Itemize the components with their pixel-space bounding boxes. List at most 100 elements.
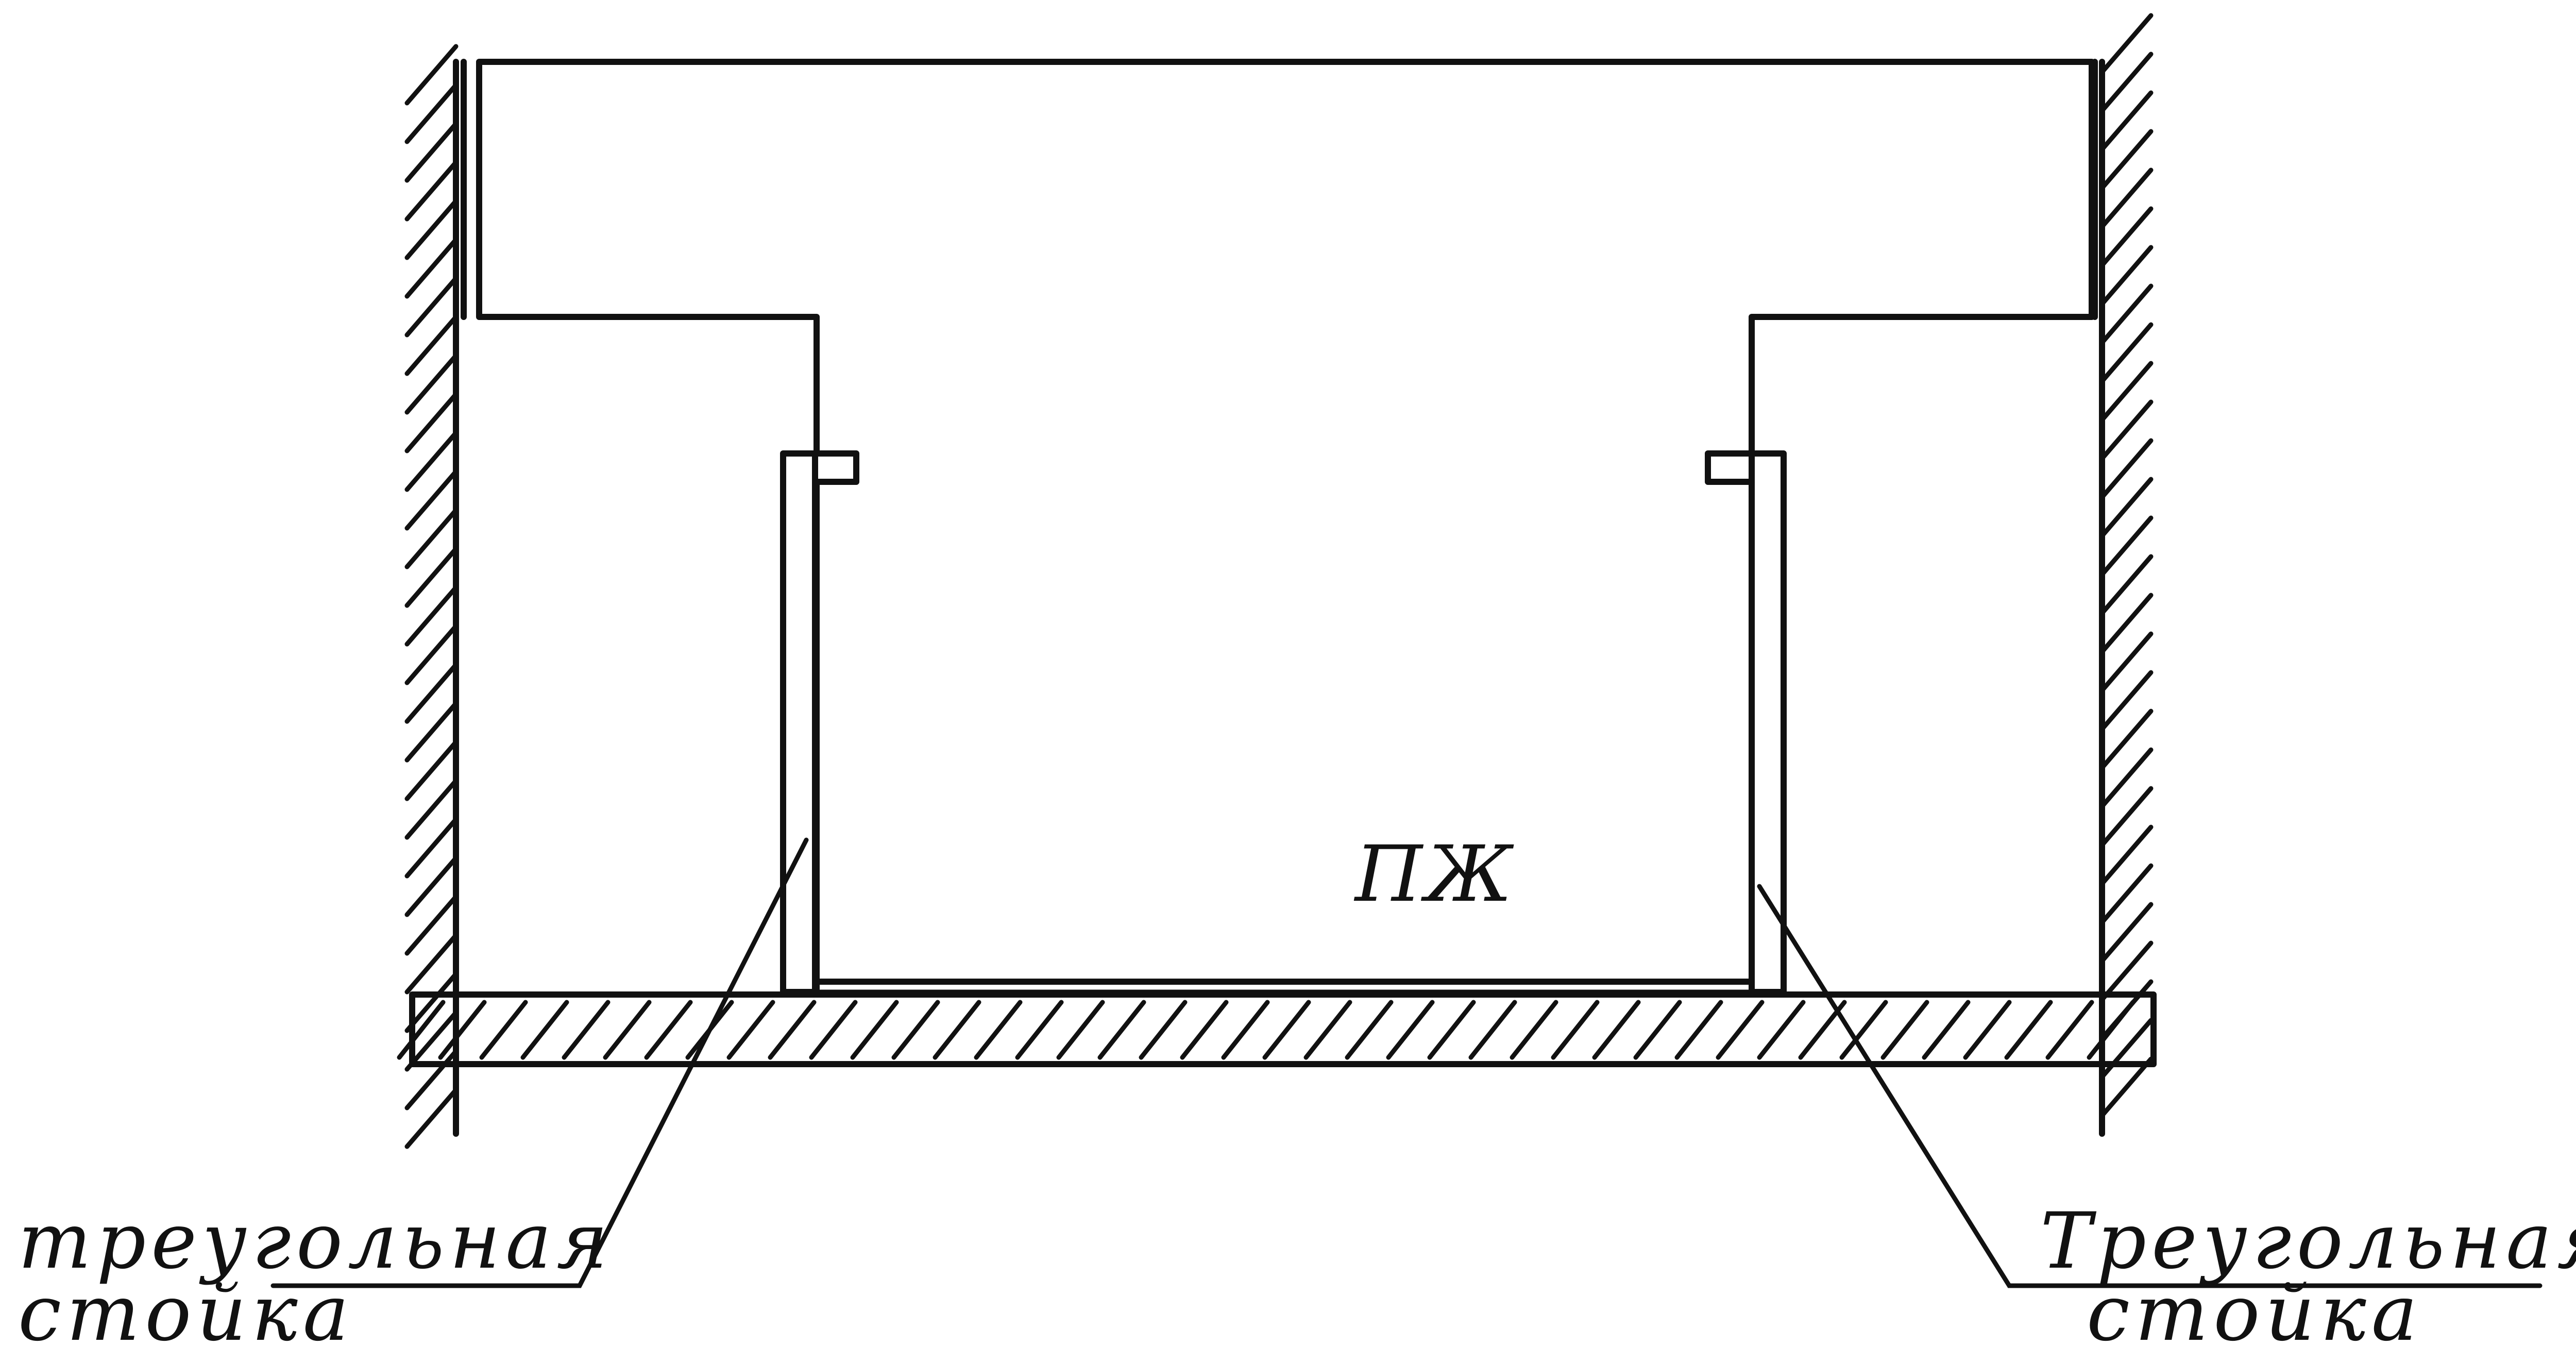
hatch-stroke [2099,786,2154,848]
hatch-stroke [2099,361,2154,423]
hatch-stroke [2099,593,2154,654]
right-wall [2099,13,2154,1137]
hatch-stroke [1139,1000,1188,1060]
hatch-stroke [2099,129,2154,191]
hatch-stroke [1716,1000,1765,1060]
hatch-stroke [2099,631,2154,693]
hatch-stroke [2099,863,2154,925]
hatch-stroke [404,237,459,299]
hatch-stroke [562,1000,611,1060]
hatch-stroke [404,585,459,647]
left-leader-line [270,837,809,1288]
hatch-stroke [404,82,459,144]
top-cover-outline [476,59,2095,457]
hatch-stroke [2087,1000,2136,1060]
hatch-stroke [404,662,459,724]
hatch-stroke [404,353,459,415]
hatch-stroke [974,1000,1023,1060]
left-label-line2: стойка [18,1269,354,1358]
hatch-stroke [404,855,459,917]
hatch-stroke [1633,1000,1682,1060]
hatch-stroke [404,430,459,492]
hatch-stroke [2099,438,2154,500]
right-wall-hatching [2099,13,2154,1118]
hatched-slab [397,991,2157,1067]
hatch-stroke [1427,1000,1476,1060]
hatch-stroke [1262,1000,1311,1060]
hatch-stroke [726,1000,775,1060]
hatch-stroke [404,701,459,763]
left-wall-hatching [404,44,459,1149]
hatch-stroke [404,508,459,569]
hatch-stroke [2099,1056,2154,1118]
hatch-stroke [404,160,459,222]
hatch-stroke [404,624,459,685]
hatch-stroke [404,198,459,260]
hatch-stroke [404,1049,459,1110]
left-label-line1: треугольная [18,1197,613,1286]
right-label-line2: стойка [2087,1269,2422,1358]
hatch-stroke [1963,1000,2012,1060]
hatch-stroke [1551,1000,1600,1060]
hatch-stroke [1880,1000,1929,1060]
hatch-stroke [1303,1000,1352,1060]
hatch-stroke [2004,1000,2053,1060]
hatch-stroke [809,1000,858,1060]
hatch-stroke [404,778,459,840]
hatch-stroke [1839,1000,1888,1060]
right-label-line1: Треугольная [2040,1197,2576,1286]
hatch-stroke [2099,902,2154,964]
hatch-stroke [1674,1000,1723,1060]
hatch-stroke [404,1087,459,1149]
hatch-stroke [404,469,459,531]
hatch-stroke [1922,1000,1971,1060]
hatch-stroke [404,121,459,183]
left-wall [404,44,459,1149]
center-label: ПЖ [1353,830,1515,919]
hatch-stroke [520,1000,569,1060]
hatch-stroke [1221,1000,1270,1060]
hatch-stroke [438,1000,487,1060]
hatch-stroke [404,546,459,608]
hatch-stroke [2099,90,2154,152]
hatch-stroke [2099,13,2154,75]
hatch-stroke [2099,167,2154,229]
hatch-stroke [1468,1000,1517,1060]
hatch-stroke [404,817,459,879]
hatch-stroke [404,739,459,801]
hatch-stroke [891,1000,940,1060]
hatch-stroke [2099,824,2154,886]
hatch-stroke [850,1000,899,1060]
hatch-stroke [2099,515,2154,577]
hatch-stroke [2099,283,2154,345]
hatch-stroke [2099,52,2154,113]
hatch-stroke [2099,747,2154,809]
hatch-stroke [2099,1018,2154,1080]
hatch-stroke [2099,245,2154,307]
hatch-stroke [404,276,459,338]
hatch-stroke [2099,940,2154,1002]
right-leader-line [1757,884,2543,1288]
hatch-stroke [404,392,459,453]
hatch-stroke [479,1000,528,1060]
hatch-stroke [404,44,459,106]
hatch-stroke [1345,1000,1394,1060]
hatch-stroke [768,1000,817,1060]
slab-hatching [397,1000,2136,1060]
hatch-stroke [1180,1000,1229,1060]
hatch-stroke [2045,1000,2094,1060]
hatch-stroke [2099,670,2154,732]
hatch-stroke [2099,477,2154,539]
hatch-stroke [1015,1000,1064,1060]
hatch-stroke [1510,1000,1558,1060]
hatch-stroke [397,1000,446,1060]
hatch-stroke [404,314,459,376]
hatch-stroke [2099,554,2154,616]
hatch-stroke [2099,709,2154,770]
hatch-stroke [2099,399,2154,461]
hatch-stroke [2099,322,2154,384]
hatch-stroke [644,1000,693,1060]
hatch-stroke [603,1000,652,1060]
hatch-stroke [404,933,459,995]
